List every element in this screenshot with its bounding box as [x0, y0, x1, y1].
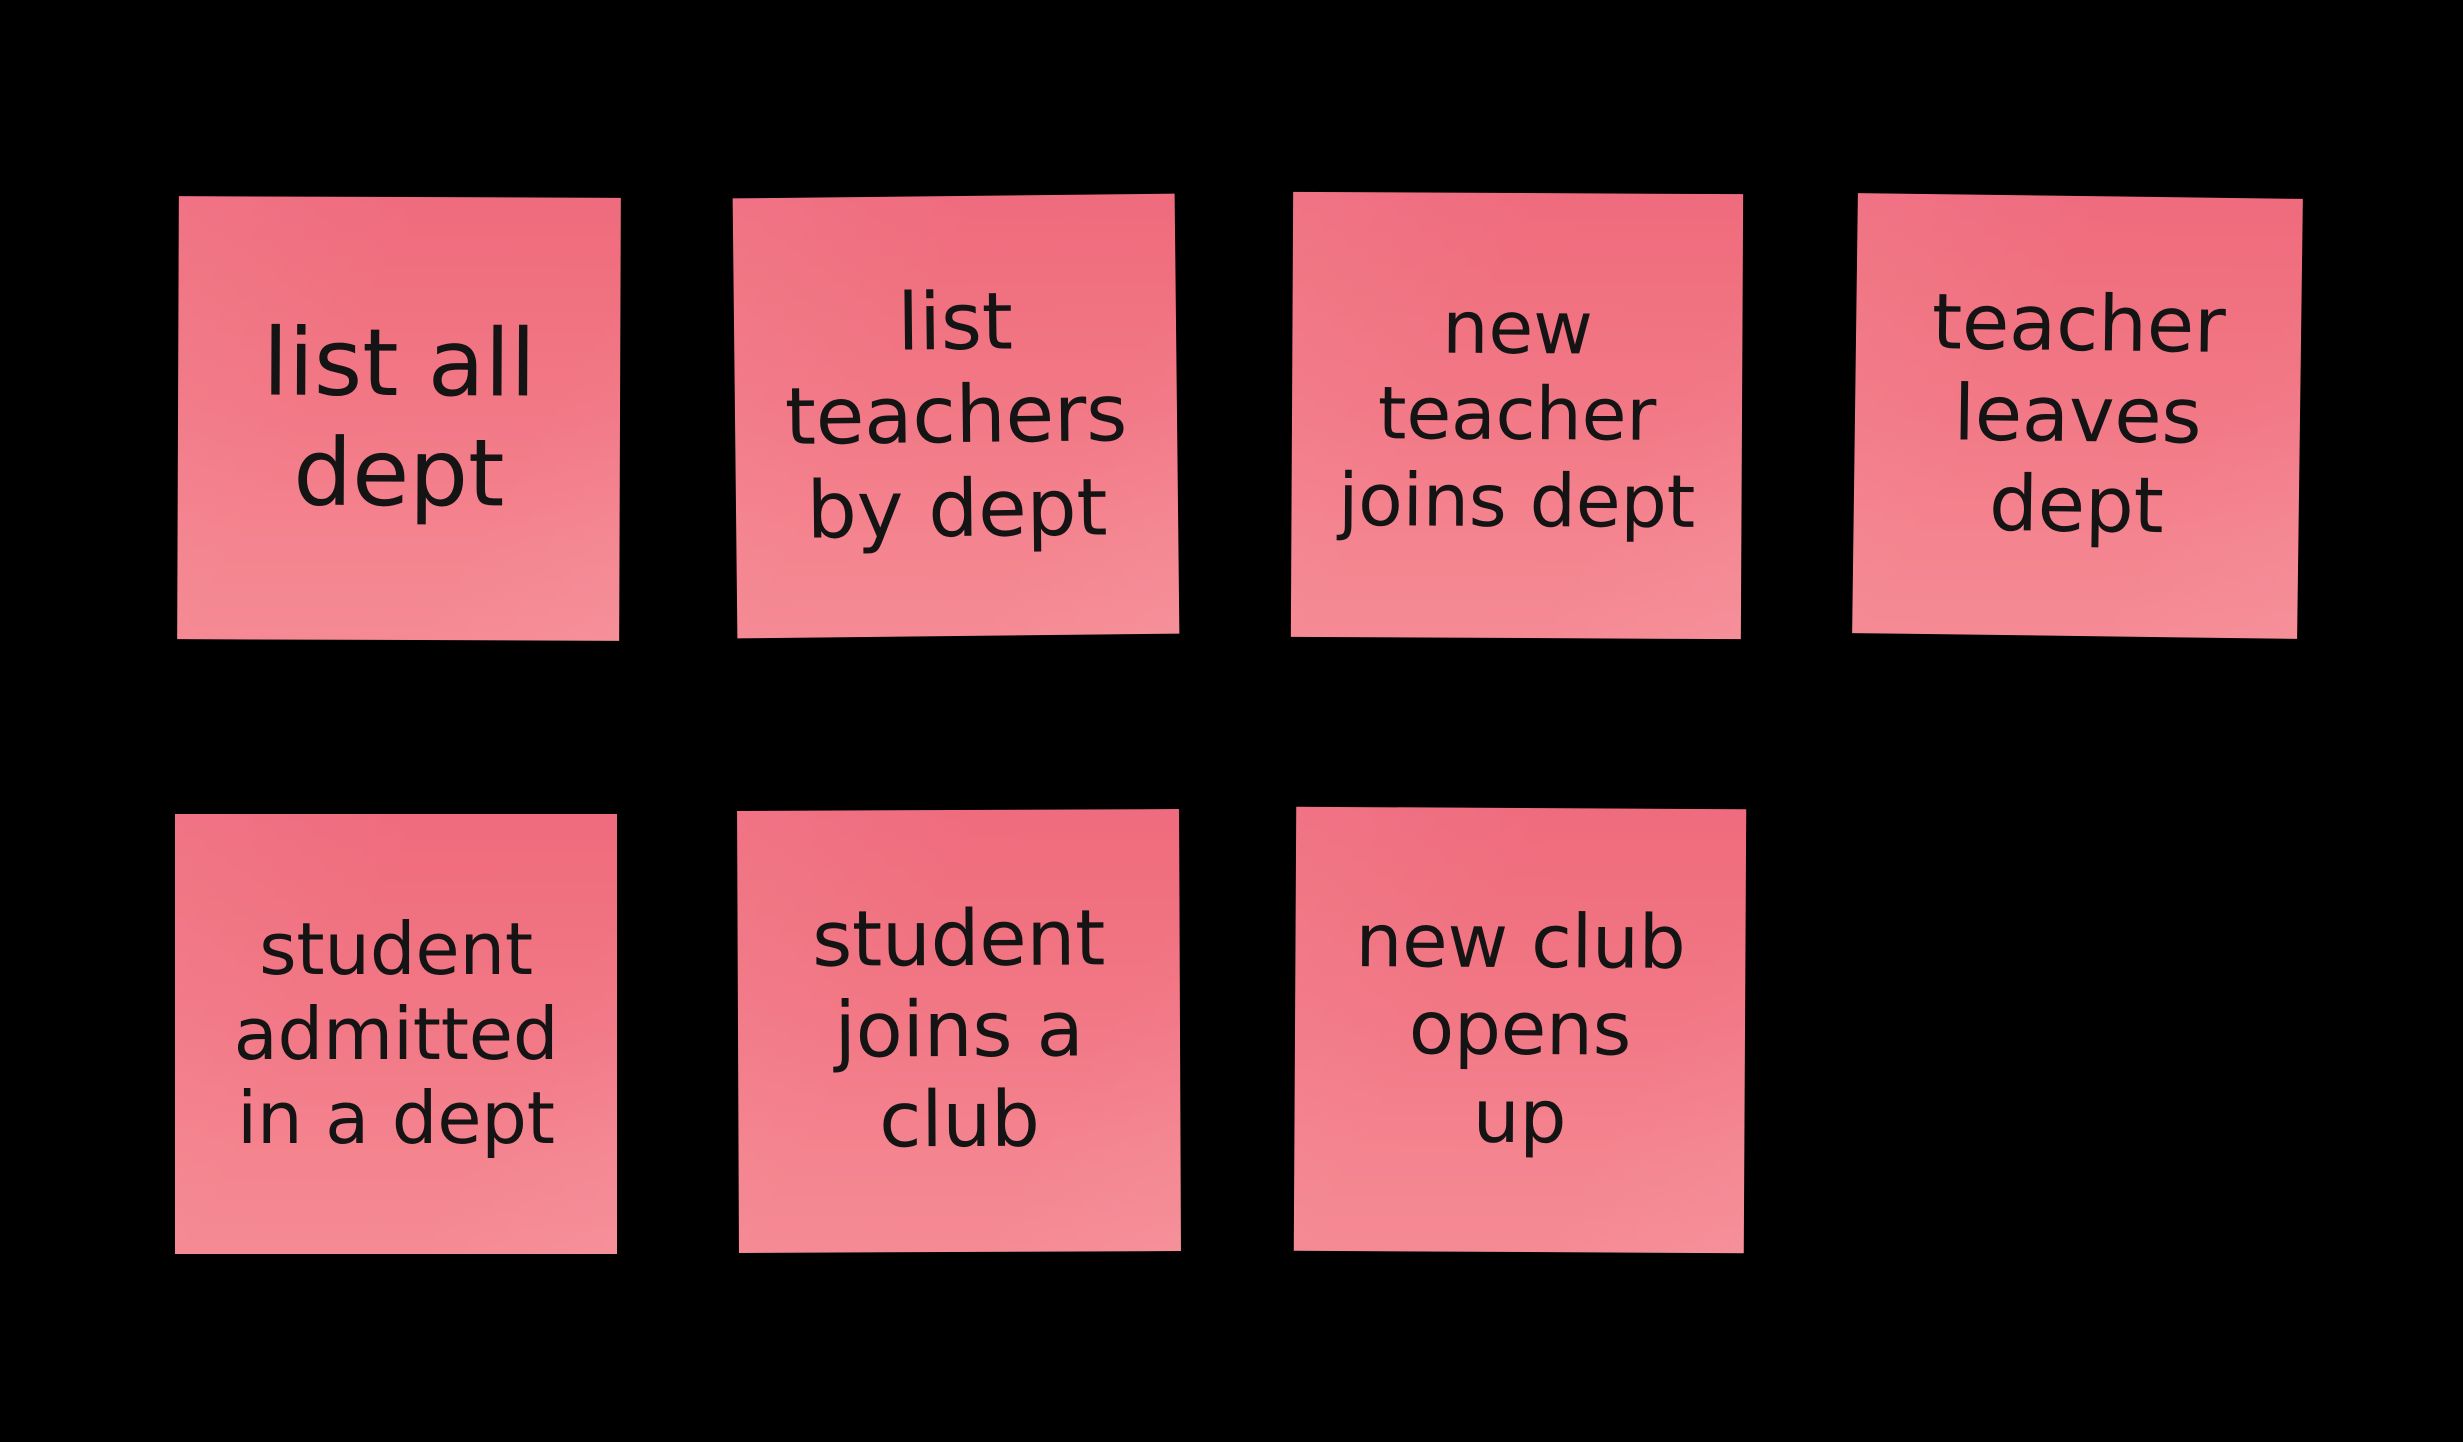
- sticky-note-text: list teachers by dept: [784, 275, 1128, 557]
- sticky-note-text: student joins a club: [811, 894, 1106, 1166]
- sticky-note-text: new teacher joins dept: [1337, 285, 1696, 545]
- sticky-note-student-joins-a-club[interactable]: student joins a club: [737, 809, 1181, 1253]
- sticky-note-student-admitted-in-a-dept[interactable]: student admitted in a dept: [175, 814, 617, 1254]
- sticky-note-text: teacher leaves dept: [1931, 277, 2227, 552]
- sticky-note-teacher-leaves-dept[interactable]: teacher leaves dept: [1852, 193, 2303, 639]
- sticky-note-text: new club opens up: [1355, 898, 1686, 1160]
- sticky-note-list-teachers-by-dept[interactable]: list teachers by dept: [732, 193, 1180, 639]
- sticky-note-text: list all dept: [262, 308, 537, 527]
- sticky-note-text: student admitted in a dept: [233, 906, 559, 1161]
- sticky-note-new-club-opens-up[interactable]: new club opens up: [1293, 806, 1747, 1254]
- sticky-note-list-all-dept[interactable]: list all dept: [177, 196, 621, 641]
- sticky-note-new-teacher-joins-dept[interactable]: new teacher joins dept: [1290, 191, 1744, 640]
